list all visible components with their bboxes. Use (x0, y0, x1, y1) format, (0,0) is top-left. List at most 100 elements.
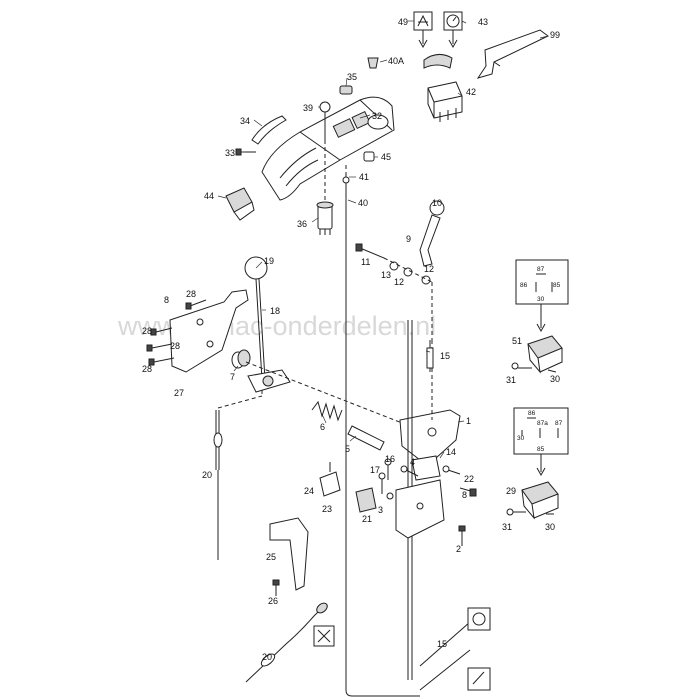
callout-15a: 15 (440, 351, 450, 361)
lamp-35 (339, 85, 353, 95)
relay-pin-label: 87 (555, 420, 563, 427)
cable-20-lower (245, 602, 328, 683)
callout-21: 21 (362, 514, 372, 524)
relay-top-diagram: 87 86 85 30 (515, 259, 569, 305)
callout-28c: 28 (170, 341, 180, 351)
cable-20-upper (213, 410, 223, 470)
callout-31a: 31 (506, 375, 516, 385)
callout-1: 1 (466, 416, 471, 426)
switch-symbol-49-icon (413, 11, 433, 31)
bolt-26 (272, 579, 280, 596)
callout-17: 17 (370, 465, 380, 475)
callout-5: 5 (345, 444, 350, 454)
callout-7: 7 (230, 372, 235, 382)
callout-35: 35 (347, 72, 357, 82)
cap-40a (367, 57, 379, 69)
callout-18: 18 (270, 306, 280, 316)
switch-44 (225, 187, 255, 221)
cable-40 (342, 175, 350, 255)
spacer-7 (231, 349, 251, 369)
callout-20b: 20 (262, 652, 272, 662)
console-panel-32 (261, 96, 395, 201)
bracket-25 (269, 517, 309, 591)
symbol-15b-icon (467, 667, 491, 691)
callout-8b: 8 (462, 490, 467, 500)
callout-16: 16 (385, 454, 395, 464)
callout-20a: 20 (202, 470, 212, 480)
callout-27: 27 (174, 388, 184, 398)
screws-16-17 (378, 458, 392, 494)
ignition-36 (316, 201, 334, 235)
relay-pin-label: 30 (517, 435, 525, 442)
callout-44: 44 (204, 191, 214, 201)
callout-13: 13 (381, 270, 391, 280)
bolt-22 (442, 465, 461, 475)
clip-3 (386, 492, 394, 500)
relay-pin-label: 30 (537, 296, 545, 303)
relay-pin-label: 85 (537, 446, 545, 453)
callout-28d: 28 (142, 364, 152, 374)
callout-15b: 15 (437, 639, 447, 649)
callout-40: 40 (358, 198, 368, 208)
callout-43: 43 (478, 17, 488, 27)
main-bracket-1 (399, 409, 461, 461)
callout-30b: 30 (545, 522, 555, 532)
rocker-switch-cap (423, 54, 453, 69)
callout-41: 41 (359, 172, 369, 182)
relay-pin-label: 86 (528, 410, 536, 417)
callout-6: 6 (320, 422, 325, 432)
callout-2: 2 (456, 544, 461, 554)
rod-5 (347, 425, 385, 451)
callout-11: 11 (361, 257, 370, 267)
cable-15-lower (419, 621, 471, 691)
callout-14: 14 (446, 447, 456, 457)
switch-block-21 (355, 487, 377, 513)
knob-34 (251, 115, 287, 145)
bolt-8 (459, 487, 477, 497)
callout-99: 99 (550, 30, 560, 40)
callout-49: 49 (398, 17, 408, 27)
callout-26: 26 (268, 596, 278, 606)
plate-14 (411, 455, 441, 481)
callout-28b: 28 (142, 326, 152, 336)
relay-pin-label: 85 (553, 282, 561, 289)
callout-12b: 12 (394, 277, 404, 287)
pin-4 (400, 465, 419, 477)
lever-hub (247, 369, 291, 393)
cable-15-upper (426, 340, 434, 372)
callout-51: 51 (512, 336, 522, 346)
relay-bottom-diagram: 86 30 87a 85 87 (513, 407, 569, 455)
callout-34: 34 (240, 116, 250, 126)
relay-29 (512, 481, 559, 520)
callout-9: 9 (406, 234, 411, 244)
callout-40a: 40A (388, 56, 404, 66)
nut-31-top (511, 362, 519, 370)
callout-39: 39 (303, 103, 313, 113)
bolt-11 (355, 243, 385, 259)
bolt-33 (235, 148, 256, 156)
callout-45: 45 (381, 152, 391, 162)
plug-45 (363, 151, 375, 162)
knife-blade-99 (476, 29, 549, 79)
callout-33: 33 (225, 148, 235, 158)
relay-pin-label: 87 (537, 266, 545, 273)
relay-pin-label: 87a (537, 420, 548, 427)
callout-22: 22 (464, 474, 474, 484)
bolt-set-28 (146, 299, 207, 366)
switch-body-42 (427, 81, 463, 122)
bracket-2 (395, 479, 445, 539)
spring-6 (311, 400, 343, 422)
callout-8a: 8 (164, 295, 169, 305)
callout-28a: 28 (186, 289, 196, 299)
callout-23: 23 (322, 504, 332, 514)
callout-4: 4 (410, 457, 415, 467)
callout-24: 24 (304, 486, 314, 496)
symbol-15a-icon (467, 607, 491, 631)
nut-31-bottom (506, 508, 514, 516)
callout-36: 36 (297, 219, 307, 229)
bolt-2 (458, 525, 466, 546)
callout-42: 42 (466, 87, 476, 97)
callout-3: 3 (378, 505, 383, 515)
callout-29: 29 (506, 486, 516, 496)
